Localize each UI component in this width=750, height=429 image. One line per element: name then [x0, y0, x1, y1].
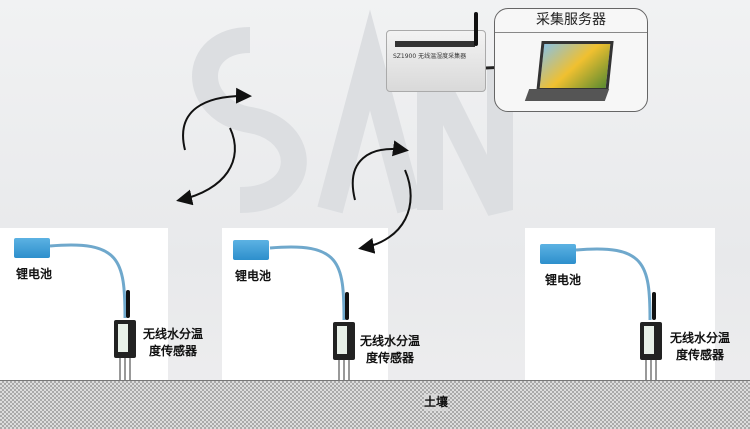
gateway-antenna-icon [474, 12, 478, 46]
wireless-gateway: SZ1900 无线温湿度采集器 [386, 30, 486, 92]
sensor-label: 无线水分温度传感器 [670, 331, 731, 362]
moisture-sensor [114, 320, 136, 358]
sensor-label: 无线水分温度传感器 [360, 334, 421, 365]
sensor-label: 无线水分温度传感器 [143, 327, 204, 358]
battery-icon [14, 238, 50, 258]
gateway-label: SZ1900 无线温湿度采集器 [393, 53, 467, 60]
moisture-sensor [333, 322, 355, 360]
soil-label: 土壤 [424, 394, 449, 411]
battery-icon [540, 244, 576, 264]
cable-3 [575, 247, 652, 321]
antenna-icon [345, 292, 349, 320]
uplink-arrow-2 [351, 140, 409, 201]
laptop-icon [536, 41, 614, 91]
downlink-arrow-1 [176, 127, 236, 206]
cable-2 [269, 245, 346, 321]
soil-layer: 土壤 [0, 380, 750, 429]
moisture-sensor [640, 322, 662, 360]
uplink-arrow-1 [182, 87, 252, 151]
battery-label: 锂电池 [16, 267, 53, 281]
cable-1 [49, 243, 127, 319]
battery-label: 锂电池 [545, 273, 582, 287]
antenna-icon [126, 290, 130, 318]
antenna-icon [652, 292, 656, 320]
battery-icon [233, 240, 269, 260]
collection-server: 采集服务器 [494, 8, 648, 112]
server-title: 采集服务器 [495, 9, 647, 33]
battery-label: 锂电池 [235, 269, 272, 283]
downlink-arrow-2 [358, 169, 412, 254]
